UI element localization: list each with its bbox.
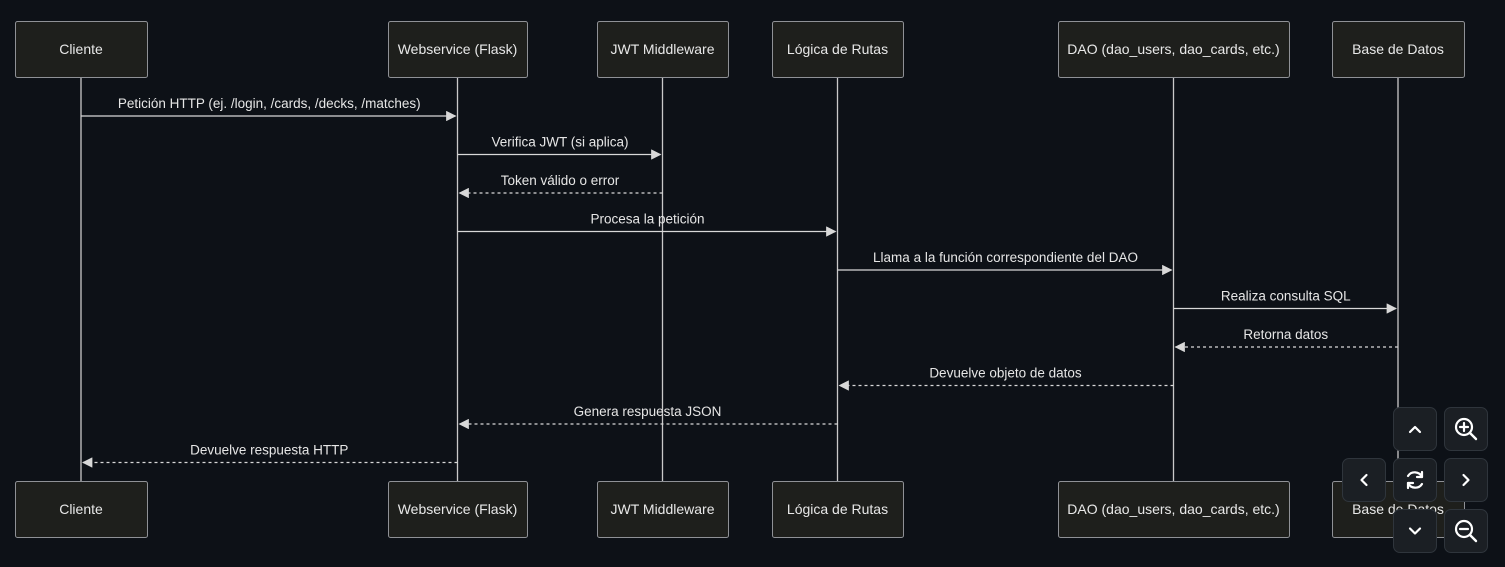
actor-webservice-bottom: Webservice (Flask): [388, 481, 528, 538]
actor-label: Cliente: [59, 41, 103, 57]
message-label: Genera respuesta JSON: [574, 404, 722, 419]
actor-box: [15, 481, 148, 538]
actor-box: [597, 21, 729, 78]
actor-dao-top: DAO (dao_users, dao_cards, etc.): [1058, 21, 1290, 78]
reset-view-button[interactable]: [1393, 458, 1437, 502]
chevron-up-icon: [1408, 425, 1422, 434]
message-label: Devuelve respuesta HTTP: [190, 443, 348, 458]
actor-label: Webservice (Flask): [398, 501, 518, 517]
zoom-out-icon: [1454, 519, 1478, 543]
actor-label: Webservice (Flask): [398, 41, 518, 57]
actor-jwt-bottom: JWT Middleware: [597, 481, 729, 538]
actor-rutas-top: Lógica de Rutas: [772, 21, 904, 78]
actor-box: [1332, 21, 1465, 78]
actor-label: Cliente: [59, 501, 103, 517]
actor-label: JWT Middleware: [611, 501, 715, 517]
message-label: Realiza consulta SQL: [1221, 289, 1351, 304]
actor-box: [388, 481, 528, 538]
actor-label: Lógica de Rutas: [787, 41, 888, 57]
pan-down-button[interactable]: [1393, 509, 1437, 553]
message-3: Token válido o error: [458, 173, 663, 199]
message-label: Devuelve objeto de datos: [929, 366, 1082, 381]
pan-left-button[interactable]: [1342, 458, 1386, 502]
pan-up-button[interactable]: [1393, 407, 1437, 451]
actor-box: [772, 481, 904, 538]
message-7: Retorna datos: [1174, 327, 1398, 353]
message-label: Verifica JWT (si aplica): [491, 135, 628, 150]
message-9: Genera respuesta JSON: [458, 404, 838, 430]
message-label: Token válido o error: [501, 173, 620, 188]
message-5: Llama a la función correspondiente del D…: [837, 250, 1173, 276]
message-label: Retorna datos: [1243, 327, 1328, 342]
actor-label: Base de Datos: [1352, 41, 1444, 57]
message-10: Devuelve respuesta HTTP: [81, 443, 458, 468]
chevron-left-icon: [1360, 473, 1368, 487]
actor-webservice-top: Webservice (Flask): [388, 21, 528, 78]
actor-rutas-bottom: Lógica de Rutas: [772, 481, 904, 538]
actor-label: DAO (dao_users, dao_cards, etc.): [1067, 501, 1279, 517]
message-2: Verifica JWT (si aplica): [457, 135, 662, 160]
message-1: Petición HTTP (ej. /login, /cards, /deck…: [81, 96, 457, 122]
actor-dao-bottom: DAO (dao_users, dao_cards, etc.): [1058, 481, 1290, 538]
actor-box: [772, 21, 904, 78]
message-4: Procesa la petición: [457, 212, 837, 237]
actor-jwt-top: JWT Middleware: [597, 21, 729, 78]
message-8: Devuelve objeto de datos: [838, 366, 1174, 391]
message-label: Petición HTTP (ej. /login, /cards, /deck…: [118, 96, 421, 111]
actor-label: JWT Middleware: [611, 41, 715, 57]
actor-box: [15, 21, 148, 78]
chevron-right-icon: [1462, 473, 1470, 487]
refresh-icon: [1406, 470, 1424, 490]
message-label: Procesa la petición: [590, 212, 704, 227]
actor-label: Lógica de Rutas: [787, 501, 888, 517]
actor-label: DAO (dao_users, dao_cards, etc.): [1067, 41, 1279, 57]
actor-cliente-bottom: Cliente: [15, 481, 148, 538]
chevron-down-icon: [1408, 527, 1422, 535]
actor-db-top: Base de Datos: [1332, 21, 1465, 78]
actor-box: [388, 21, 528, 78]
zoom-in-button[interactable]: [1444, 407, 1488, 451]
actor-box: [1058, 481, 1290, 538]
pan-right-button[interactable]: [1444, 458, 1488, 502]
actor-box: [597, 481, 729, 538]
message-6: Realiza consulta SQL: [1173, 289, 1398, 314]
actor-cliente-top: Cliente: [15, 21, 148, 78]
zoom-out-button[interactable]: [1444, 509, 1488, 553]
message-label: Llama a la función correspondiente del D…: [873, 250, 1138, 265]
zoom-in-icon: [1454, 417, 1478, 441]
actor-box: [1058, 21, 1290, 78]
